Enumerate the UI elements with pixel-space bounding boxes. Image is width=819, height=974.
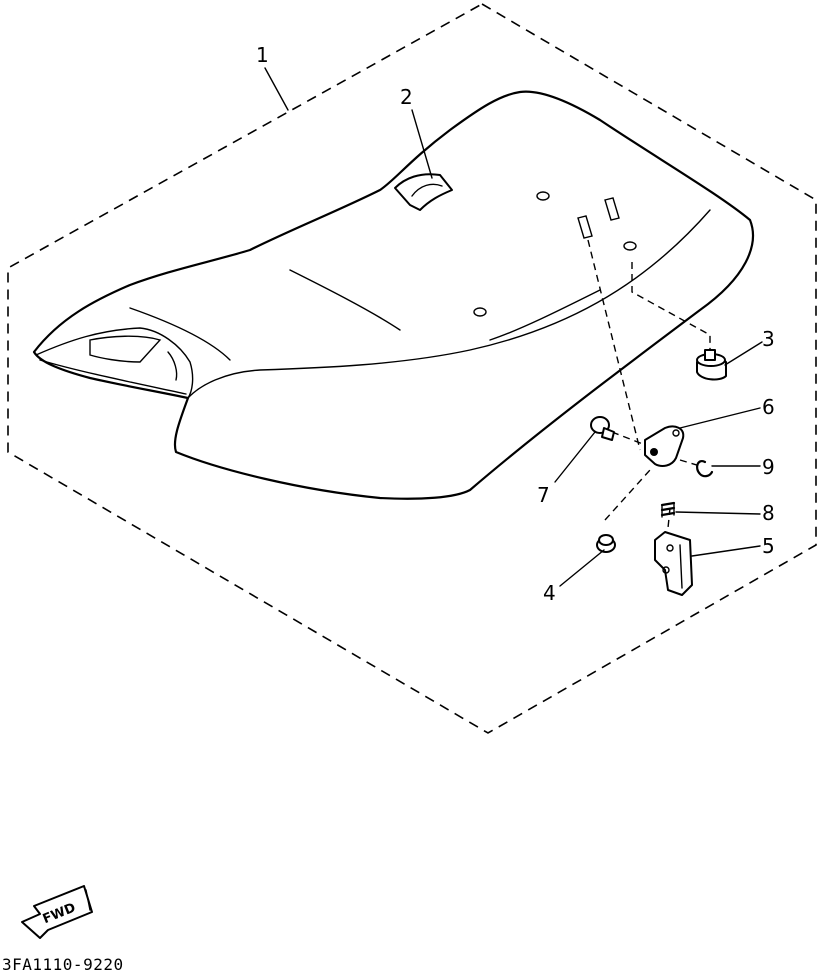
leader-line-6 bbox=[679, 407, 761, 429]
part-5-latch-lever bbox=[654, 531, 693, 596]
callout-1: 1 bbox=[256, 43, 269, 67]
leader-line-5 bbox=[691, 545, 761, 557]
part-3-damper bbox=[696, 349, 727, 381]
part-2-strap bbox=[394, 173, 453, 211]
leader-latch bbox=[587, 239, 641, 451]
callout-3: 3 bbox=[762, 327, 775, 351]
leader-line-4 bbox=[559, 549, 605, 587]
part-6-latch-plate bbox=[644, 425, 685, 467]
callout-8: 8 bbox=[762, 501, 775, 525]
part-9-clip bbox=[696, 460, 714, 478]
callout-9: 9 bbox=[762, 455, 775, 479]
leader-line-1 bbox=[264, 67, 289, 111]
callout-2: 2 bbox=[400, 85, 413, 109]
leader-line-3 bbox=[724, 341, 763, 366]
leader-3 bbox=[631, 262, 711, 352]
callout-5: 5 bbox=[762, 534, 775, 558]
leader-7 bbox=[611, 431, 649, 447]
leader-8 bbox=[667, 507, 671, 529]
part-8-spring bbox=[660, 501, 676, 518]
part-code: 3FA1110-9220 bbox=[2, 955, 124, 974]
seat-assembly bbox=[32, 90, 755, 500]
leader-4 bbox=[604, 469, 651, 521]
callout-6: 6 bbox=[762, 395, 775, 419]
assembly-boundary bbox=[7, 3, 817, 734]
fwd-arrow-icon: FWD bbox=[21, 885, 93, 939]
leader-line-7 bbox=[554, 431, 596, 483]
callout-7: 7 bbox=[537, 483, 550, 507]
part-4-collar bbox=[596, 534, 616, 553]
leader-line-2 bbox=[411, 109, 433, 179]
callout-4: 4 bbox=[543, 581, 556, 605]
part-7-bolt bbox=[590, 416, 615, 441]
leader-line-8 bbox=[675, 511, 761, 515]
